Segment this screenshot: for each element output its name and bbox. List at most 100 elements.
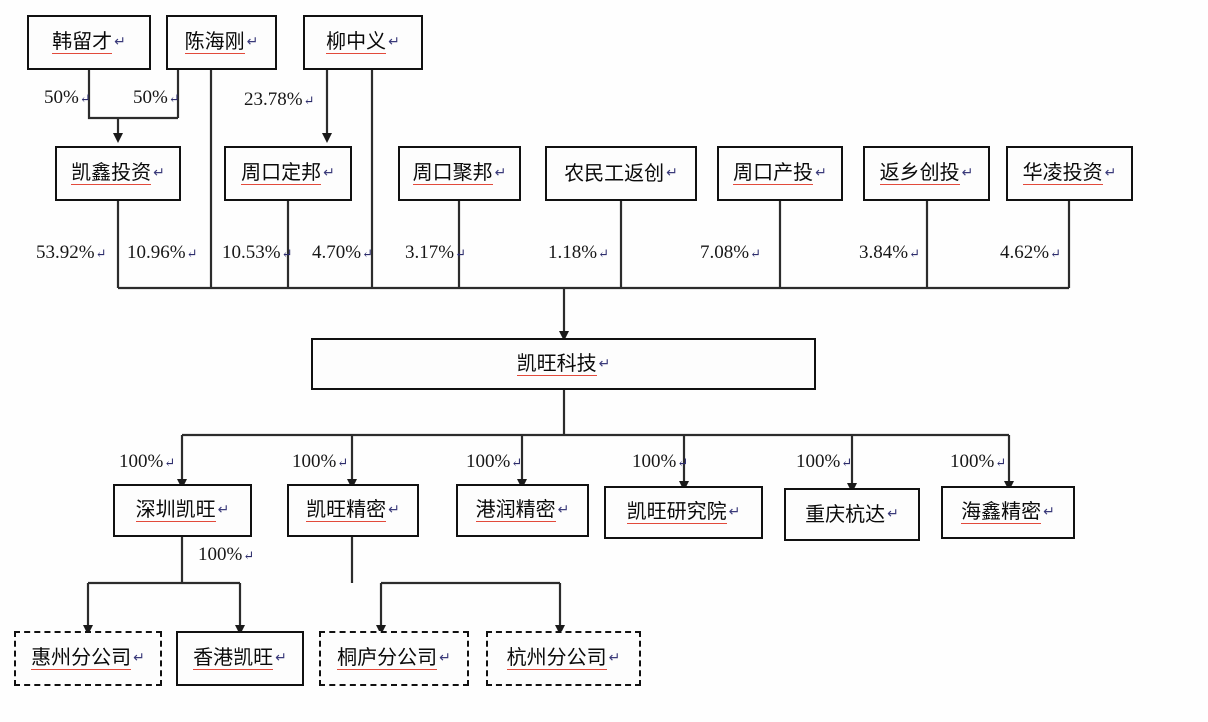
node-subsidiary-haixin[interactable]: 海鑫精密↵ <box>941 486 1075 539</box>
stake-label-liu-direct: 4.70%↵ <box>312 242 373 263</box>
paragraph-mark-icon: ↵ <box>750 246 761 261</box>
node-label: 凯旺研究院 <box>626 499 727 524</box>
node-label: 陈海刚 <box>184 29 245 54</box>
paragraph-mark-icon: ↵ <box>909 246 920 261</box>
node-subsidiary-gangrun[interactable]: 港润精密↵ <box>456 484 589 537</box>
paragraph-mark-icon: ↵ <box>557 503 570 518</box>
node-branch-hangzhou[interactable]: 杭州分公司↵ <box>486 631 641 686</box>
paragraph-mark-icon: ↵ <box>79 91 91 106</box>
paragraph-mark-icon: ↵ <box>323 166 335 181</box>
paragraph-mark-icon: ↵ <box>281 246 293 261</box>
node-branch-hongkong[interactable]: 香港凯旺↵ <box>176 631 304 686</box>
stake-label-han-to-kaixin: 50%↵ <box>44 87 91 108</box>
paragraph-mark-icon: ↵ <box>95 246 107 261</box>
stake-label-hualing: 4.62%↵ <box>1000 242 1061 263</box>
node-label: 华凌投资 <box>1022 160 1103 185</box>
paragraph-mark-icon: ↵ <box>815 166 827 181</box>
paragraph-mark-icon: ↵ <box>388 35 400 50</box>
node-subsidiary-yanjiuyuan[interactable]: 凯旺研究院↵ <box>604 486 763 539</box>
node-label: 周口产投 <box>733 160 814 185</box>
node-subsidiary-chongqing[interactable]: 重庆杭达↵ <box>784 488 920 541</box>
paragraph-mark-icon: ↵ <box>388 503 400 518</box>
node-label: 韩留才 <box>52 29 113 54</box>
paragraph-mark-icon: ↵ <box>887 507 899 522</box>
node-label: 海鑫精密 <box>961 499 1042 524</box>
paragraph-mark-icon: ↵ <box>246 35 259 50</box>
paragraph-mark-icon: ↵ <box>1104 166 1117 181</box>
paragraph-mark-icon: ↵ <box>455 246 466 261</box>
stake-label-jubang: 3.17%↵ <box>405 242 466 263</box>
paragraph-mark-icon: ↵ <box>133 651 145 666</box>
paragraph-mark-icon: ↵ <box>598 356 611 372</box>
paragraph-mark-icon: ↵ <box>494 166 507 181</box>
node-entity-fanxiang[interactable]: 返乡创投↵ <box>863 146 990 201</box>
paragraph-mark-icon: ↵ <box>303 93 315 108</box>
stake-label-kaixin: 53.92%↵ <box>36 242 107 263</box>
stake-label-yanjiuyuan: 100%↵ <box>632 451 689 472</box>
paragraph-mark-icon: ↵ <box>153 166 165 181</box>
paragraph-mark-icon: ↵ <box>995 455 1007 470</box>
stake-label-chen-direct: 10.96%↵ <box>127 242 198 263</box>
node-entity-jubang[interactable]: 周口聚邦↵ <box>398 146 521 201</box>
paragraph-mark-icon: ↵ <box>243 548 255 563</box>
stake-label-liu-to-dingbang: 23.78%↵ <box>244 89 315 110</box>
node-entity-hualing[interactable]: 华凌投资↵ <box>1006 146 1133 201</box>
paragraph-mark-icon: ↵ <box>841 455 853 470</box>
paragraph-mark-icon: ↵ <box>168 91 180 106</box>
node-label: 杭州分公司 <box>506 645 607 670</box>
stake-label-haixin: 100%↵ <box>950 451 1007 472</box>
paragraph-mark-icon: ↵ <box>666 166 678 181</box>
node-label: 深圳凯旺 <box>135 497 216 522</box>
node-entity-nongmingong[interactable]: 农民工返创↵ <box>545 146 697 201</box>
paragraph-mark-icon: ↵ <box>677 455 689 470</box>
node-label: 周口定邦 <box>241 160 322 185</box>
node-label: 桐庐分公司 <box>337 645 438 670</box>
node-entity-dingbang[interactable]: 周口定邦↵ <box>224 146 352 201</box>
stake-label-nongmingong: 1.18%↵ <box>548 242 609 263</box>
paragraph-mark-icon: ↵ <box>608 651 621 666</box>
node-subsidiary-shenzhen[interactable]: 深圳凯旺↵ <box>113 484 252 537</box>
node-label: 返乡创投 <box>879 160 960 185</box>
paragraph-mark-icon: ↵ <box>598 246 609 261</box>
node-shareholder-chen[interactable]: 陈海刚↵ <box>166 15 277 70</box>
node-label: 重庆杭达 <box>805 501 886 526</box>
node-entity-kaixin[interactable]: 凯鑫投资↵ <box>55 146 181 201</box>
stake-label-jingmi: 100%↵ <box>292 451 349 472</box>
paragraph-mark-icon: ↵ <box>1043 505 1055 520</box>
paragraph-mark-icon: ↵ <box>1050 246 1061 261</box>
node-label: 惠州分公司 <box>31 645 132 670</box>
stake-label-fanxiang: 3.84%↵ <box>859 242 920 263</box>
paragraph-mark-icon: ↵ <box>337 455 349 470</box>
stake-label-chongqing: 100%↵ <box>796 451 853 472</box>
stake-label-shenzhen: 100%↵ <box>119 451 176 472</box>
node-shareholder-liu[interactable]: 柳中义↵ <box>303 15 423 70</box>
paragraph-mark-icon: ↵ <box>164 455 176 470</box>
node-label: 农民工返创 <box>564 160 665 185</box>
node-label: 凯鑫投资 <box>71 160 152 185</box>
paragraph-mark-icon: ↵ <box>362 246 373 261</box>
node-core-company[interactable]: 凯旺科技↵ <box>311 338 816 390</box>
node-label: 港润精密 <box>475 497 556 522</box>
stake-label-shenzhen-branches: 100%↵ <box>198 544 255 565</box>
node-label: 柳中义 <box>326 29 387 54</box>
paragraph-mark-icon: ↵ <box>961 166 974 181</box>
stake-label-gangrun: 100%↵ <box>466 451 523 472</box>
node-label: 香港凯旺 <box>193 645 274 670</box>
node-label: 凯旺科技 <box>516 350 597 376</box>
paragraph-mark-icon: ↵ <box>186 246 198 261</box>
node-label: 周口聚邦 <box>412 160 493 185</box>
node-subsidiary-jingmi[interactable]: 凯旺精密↵ <box>287 484 419 537</box>
paragraph-mark-icon: ↵ <box>439 651 451 666</box>
paragraph-mark-icon: ↵ <box>511 455 523 470</box>
stake-label-chantou: 7.08%↵ <box>700 242 761 263</box>
paragraph-mark-icon: ↵ <box>275 651 287 666</box>
node-label: 凯旺精密 <box>306 497 387 522</box>
node-branch-tonglu[interactable]: 桐庐分公司↵ <box>319 631 469 686</box>
node-shareholder-han[interactable]: 韩留才↵ <box>27 15 151 70</box>
paragraph-mark-icon: ↵ <box>114 35 126 50</box>
node-branch-huizhou[interactable]: 惠州分公司↵ <box>14 631 162 686</box>
paragraph-mark-icon: ↵ <box>728 505 741 520</box>
paragraph-mark-icon: ↵ <box>217 503 230 518</box>
node-entity-chantou[interactable]: 周口产投↵ <box>717 146 843 201</box>
